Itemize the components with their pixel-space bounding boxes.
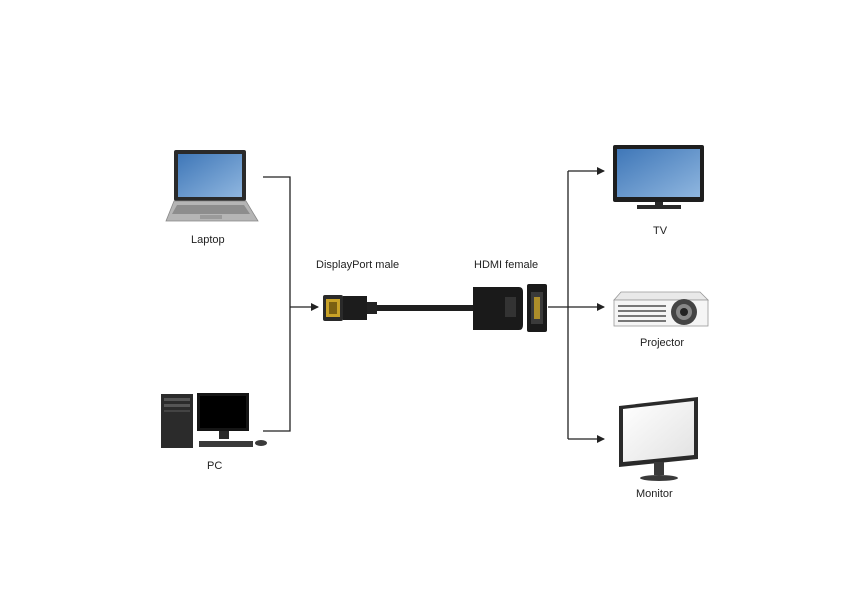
tv-icon	[613, 145, 704, 209]
input-connector-lines	[263, 176, 319, 432]
displayport-label: DisplayPort male	[316, 259, 400, 271]
output-connector-lines	[548, 167, 605, 443]
projector-icon	[613, 291, 709, 327]
hdmi-label: HDMI female	[474, 259, 539, 271]
tv-label: TV	[653, 225, 668, 237]
projector-label: Projector	[640, 337, 685, 349]
desktop-pc-icon	[161, 393, 267, 448]
laptop-icon	[165, 150, 259, 222]
monitor-label: Monitor	[636, 488, 673, 500]
pc-label: PC	[207, 460, 223, 472]
laptop-label: Laptop	[191, 234, 225, 246]
displayport-to-hdmi-adapter-icon	[323, 284, 547, 332]
monitor-icon	[619, 397, 698, 481]
